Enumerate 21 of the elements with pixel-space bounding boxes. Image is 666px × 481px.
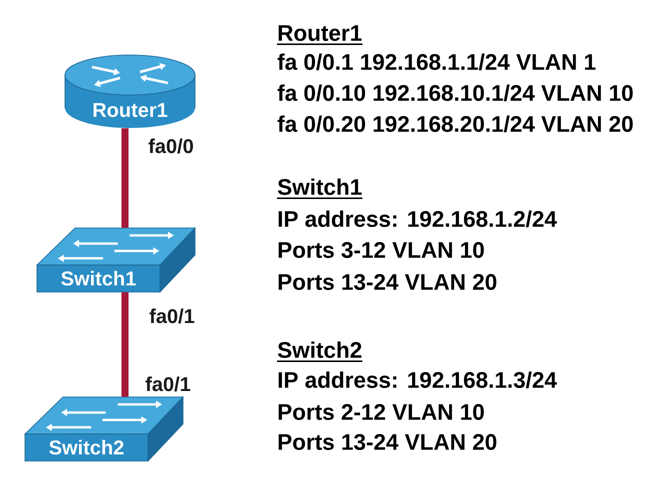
- config-line: fa 0/0.20 192.168.20.1/24 VLAN 20: [278, 115, 633, 132]
- config-line: Ports 13-24 VLAN 20: [278, 434, 496, 450]
- config-line: Ports 13-24 VLAN 20: [278, 274, 496, 290]
- config-line: IP address: 192.168.1.3/24: [278, 371, 557, 388]
- node-label: Switch2: [49, 440, 124, 455]
- config-line: fa 0/0.1 192.168.1.1/24 VLAN 1: [278, 53, 596, 70]
- config-line: Ports 3-12 VLAN 10: [278, 242, 484, 258]
- router: Router1: [64, 54, 196, 128]
- link-line: [122, 128, 128, 228]
- config-line: Ports 2-12 VLAN 10: [278, 404, 484, 420]
- heading: Switch1: [277, 178, 362, 200]
- heading: Switch2: [277, 341, 362, 362]
- heading: Router1: [277, 25, 362, 46]
- port-label: fa0/1: [150, 308, 194, 324]
- config-line: fa 0/0.10 192.168.10.1/24 VLAN 10: [278, 84, 633, 102]
- port-label: fa0/0: [148, 138, 193, 154]
- config-line: IP address: 192.168.1.2/24: [278, 210, 557, 228]
- port-label: fa0/1: [146, 376, 190, 392]
- node-label: Router1: [94, 103, 168, 118]
- node-label: Switch1: [61, 270, 136, 286]
- link-line: [122, 292, 128, 397]
